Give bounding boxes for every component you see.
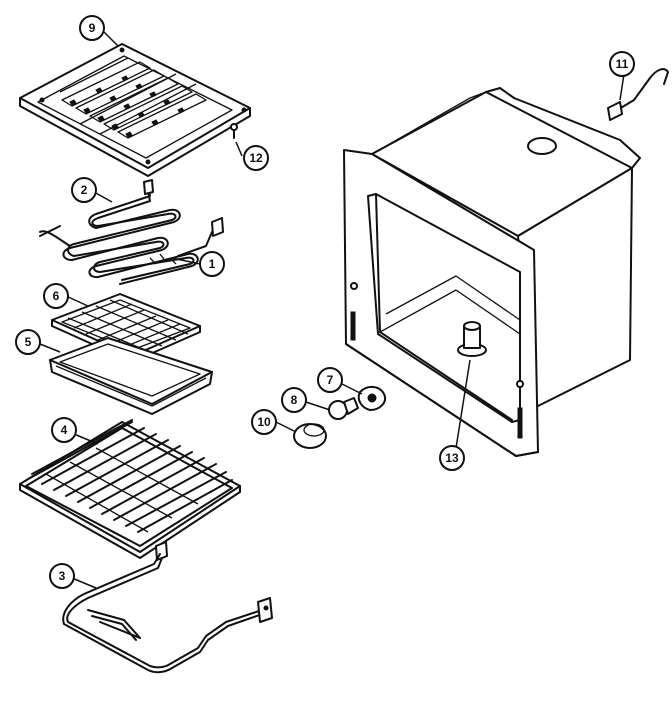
oven-rack [19,419,241,559]
screw [230,123,238,139]
wire-harness [607,68,669,121]
broil-element [39,179,224,285]
oven-cavity [343,87,641,457]
broil-pan-insert [51,293,201,363]
callout-12-label: 12 [249,151,263,165]
callout-5: 5 [15,329,41,355]
callout-10: 10 [251,409,277,435]
light-bulb [328,397,359,420]
callout-6: 6 [43,283,69,309]
callout-6-label: 6 [53,289,60,303]
callout-13: 13 [439,445,465,471]
callout-11-label: 11 [616,57,629,71]
oven-light-socket [457,321,487,357]
broil-pan [49,337,213,415]
callout-10-label: 10 [257,415,271,429]
callout-13-label: 13 [445,451,459,465]
element-cover-plate [19,43,251,177]
light-socket-assembly [357,386,386,411]
callout-8: 8 [281,387,307,413]
callout-1-label: 1 [209,257,216,271]
callout-9-label: 9 [89,21,96,35]
callout-2: 2 [71,177,97,203]
bake-element [62,541,273,674]
callout-1: 1 [199,251,225,277]
callout-2-label: 2 [81,183,88,197]
callout-3: 3 [49,563,75,589]
callout-8-label: 8 [291,393,298,407]
callout-12: 12 [243,145,269,171]
callout-4: 4 [51,417,77,443]
callout-5-label: 5 [25,335,32,349]
leader-lines [39,29,625,589]
callout-7: 7 [317,367,343,393]
callout-11: 11 [609,51,635,77]
callout-3-label: 3 [59,569,66,583]
light-lens [293,423,327,449]
callout-9: 9 [79,15,105,41]
callout-7-label: 7 [327,373,334,387]
callout-4-label: 4 [61,423,68,437]
